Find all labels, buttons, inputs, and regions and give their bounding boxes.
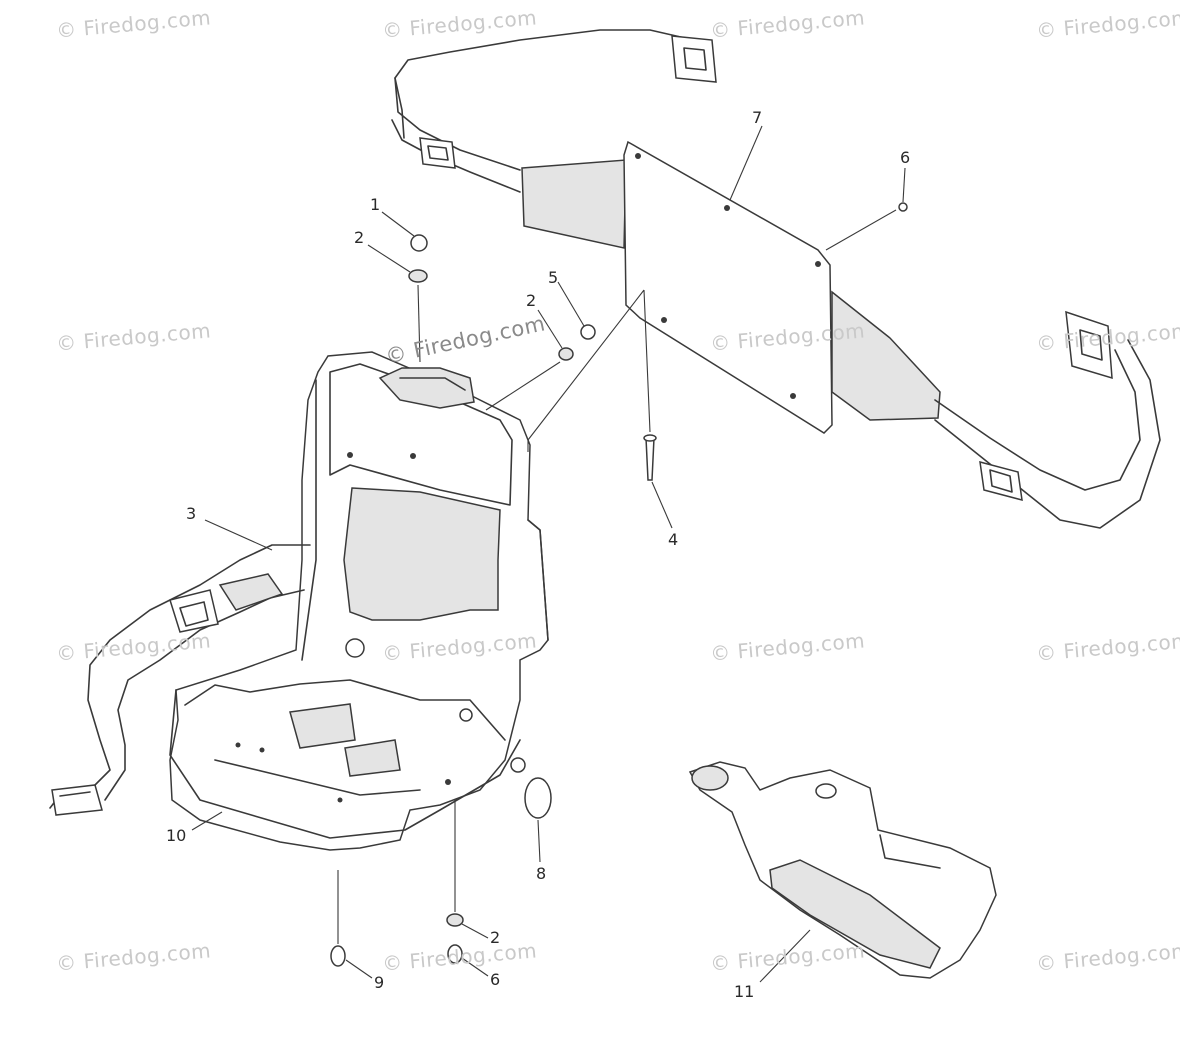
hardware: [330, 202, 908, 967]
shoulder-harness: [391, 29, 1161, 529]
callout-2-lower: 2: [490, 928, 501, 947]
screw-part-4: [645, 437, 655, 481]
frame-hole-2: [459, 708, 473, 722]
fuel-tank: [688, 761, 997, 979]
washer-part-2-side: [558, 347, 574, 361]
washer-part-2-lower: [446, 913, 464, 927]
grommet-part-8: [524, 777, 552, 819]
screw-hole-3: [815, 261, 821, 267]
bolt-part-1: [410, 234, 428, 252]
nut-part-5: [580, 324, 596, 340]
screw-hole-4: [661, 317, 667, 323]
frame-hole: [345, 638, 365, 658]
callout-2-upper: 2: [354, 228, 365, 247]
screw-hole-5: [790, 393, 796, 399]
washer-part-2: [408, 269, 428, 283]
tray-bolt-3: [445, 779, 451, 785]
frame-bolt-2: [410, 453, 416, 459]
screw-head-part-4: [643, 434, 657, 442]
backpack-frame: [169, 351, 549, 851]
tray-bolt-1: [235, 742, 241, 748]
callout-7: 7: [752, 108, 763, 127]
callout-3: 3: [186, 504, 197, 523]
callout-4: 4: [668, 530, 679, 549]
bolt-part-6-lower: [447, 944, 463, 964]
leader-lines: [191, 125, 906, 983]
bolt-part-9: [330, 945, 346, 967]
callout-5: 5: [548, 268, 559, 287]
tank-cap: [691, 765, 729, 791]
tank-inlet: [815, 783, 837, 799]
waist-strap: [49, 544, 311, 816]
callout-6-upper: 6: [900, 148, 911, 167]
callout-11: 11: [734, 982, 755, 1001]
callout-8: 8: [536, 864, 547, 883]
callout-10: 10: [166, 826, 187, 845]
callout-6-lower: 6: [490, 970, 501, 989]
tray-bolt-4: [337, 797, 343, 803]
callout-2-side: 2: [526, 291, 537, 310]
tray-bolt-2: [259, 747, 265, 753]
callout-1: 1: [370, 195, 381, 214]
screw-hole-2: [724, 205, 730, 211]
frame-bolt-1: [347, 452, 353, 458]
screw-part-6: [898, 202, 908, 212]
callout-9: 9: [374, 973, 385, 992]
frame-hole-3: [510, 757, 526, 773]
screw-hole-1: [635, 153, 641, 159]
